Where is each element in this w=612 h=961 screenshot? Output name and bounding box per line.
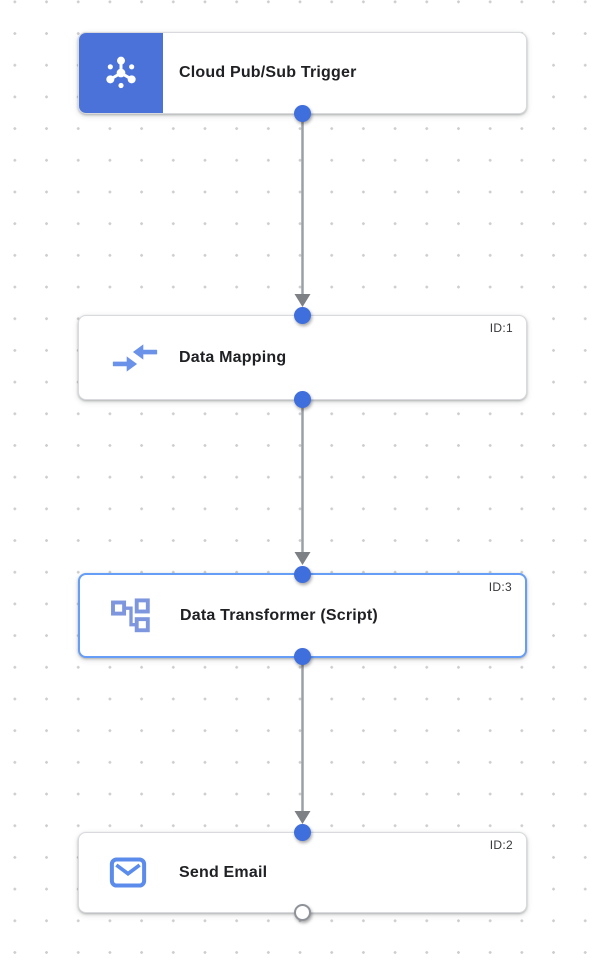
input-port[interactable]: [294, 566, 311, 583]
output-port-open[interactable]: [294, 904, 311, 921]
output-port[interactable]: [294, 391, 311, 408]
input-port[interactable]: [294, 824, 311, 841]
node-id-badge: ID:3: [488, 580, 512, 594]
input-port[interactable]: [294, 307, 311, 324]
data-mapping-icon: [109, 340, 179, 376]
connector-transformer-to-email: [294, 658, 311, 824]
data-transformer-icon: [110, 596, 180, 636]
email-icon: [109, 857, 179, 888]
connector-mapping-to-transformer: [294, 400, 311, 565]
node-cloud-pubsub-trigger[interactable]: Cloud Pub/Sub Trigger: [78, 32, 527, 122]
node-title: Data Mapping: [179, 348, 287, 366]
node-title: Cloud Pub/Sub Trigger: [179, 64, 357, 81]
trigger-icon-block: [79, 33, 163, 113]
output-port[interactable]: [294, 648, 311, 665]
connector-trigger-to-mapping: [294, 114, 311, 307]
node-id-badge: ID:1: [489, 321, 513, 335]
node-send-email[interactable]: ID:2 Send Email: [78, 824, 527, 921]
node-data-mapping[interactable]: ID:1 Data Mapping: [78, 307, 527, 408]
node-title: Data Transformer (Script): [180, 606, 378, 624]
output-port[interactable]: [294, 105, 311, 122]
node-data-transformer-script[interactable]: ID:3 Data Transformer (Script): [78, 566, 527, 665]
node-title: Send Email: [179, 863, 268, 881]
node-id-badge: ID:2: [489, 838, 513, 852]
pubsub-icon: [106, 56, 136, 89]
